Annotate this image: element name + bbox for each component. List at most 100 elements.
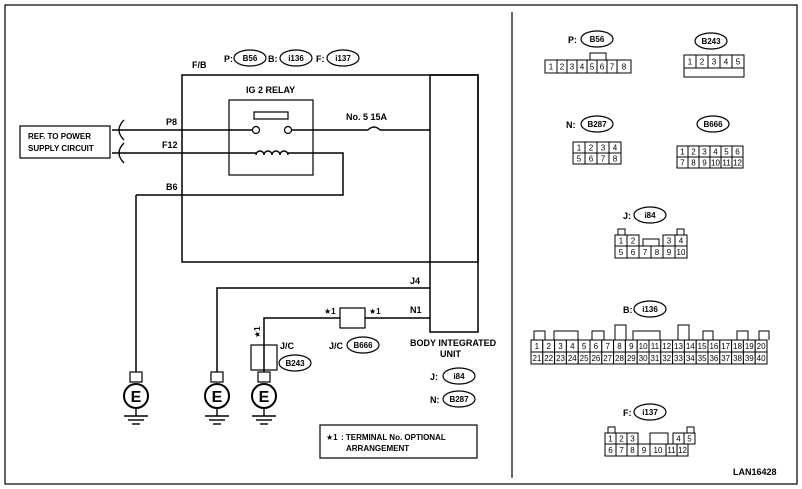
i137-pin-9: 9 [642, 446, 647, 455]
i136-pin-18: 18 [733, 342, 742, 351]
fb-label: F/B [192, 60, 207, 70]
b666-pin-12: 12 [733, 159, 742, 168]
i136-id: i136 [642, 305, 658, 314]
i84-pin-4: 4 [679, 237, 684, 246]
i84-pin-1: 1 [619, 237, 624, 246]
b287-id: B287 [587, 120, 607, 129]
i137-prefix: F: [623, 408, 632, 418]
ground-1: E [123, 371, 149, 425]
ref-box-line-2: SUPPLY CIRCUIT [28, 144, 94, 153]
i84-pin-7: 7 [643, 248, 648, 257]
i136-pin-23: 23 [556, 354, 565, 363]
b287-prefix: N: [566, 120, 576, 130]
i136-pin-17: 17 [721, 342, 730, 351]
i84-pin-9: 9 [667, 248, 672, 257]
ground-3-label: E [259, 389, 270, 406]
i136-pin-9: 9 [629, 342, 634, 351]
i136-pin-37: 37 [721, 354, 730, 363]
i84-prefix: J: [623, 211, 631, 221]
i136-pin-27: 27 [603, 354, 612, 363]
jc-left-conn: B243 [285, 359, 305, 368]
i84-oval [633, 206, 667, 224]
biu-line-2: UNIT [440, 349, 461, 359]
i84-pin-5: 5 [619, 248, 624, 257]
b666-pin-11: 11 [722, 159, 731, 168]
jc-left-conn-oval [278, 354, 312, 372]
i137-pin-12-cell [676, 443, 689, 457]
i136-prefix: B: [623, 305, 633, 315]
ground-2-label: E [212, 389, 223, 406]
jc-mid-label: J/C [329, 341, 344, 351]
b243-pin-2: 2 [700, 58, 705, 67]
ground-3: E [251, 371, 277, 425]
b666-pin-7: 7 [680, 159, 685, 168]
b287-pin-8: 8 [613, 155, 618, 164]
b666-pin-4: 4 [713, 148, 718, 157]
ref-arrow-bottom [118, 142, 125, 164]
biu-line-1: BODY INTEGRATED [410, 338, 497, 348]
diagram-code: LAN16428 [733, 467, 777, 477]
b56-pin-4: 4 [580, 63, 585, 72]
b666-oval [696, 115, 730, 133]
i136-pin-10: 10 [639, 342, 648, 351]
b287-pin-8-cell [608, 152, 622, 165]
i136-pin-1: 1 [535, 342, 540, 351]
conn-b-prefix: B: [268, 54, 278, 64]
i136-pin-16: 16 [709, 342, 718, 351]
b666-pin-5: 5 [724, 148, 729, 157]
ground-2: E [204, 371, 230, 425]
i136-pin-36: 36 [709, 354, 718, 363]
conn-p-prefix: P: [224, 54, 233, 64]
i84-pin-2: 2 [631, 237, 636, 246]
star-a: ★1 [324, 307, 336, 316]
pin-n1: N1 [410, 305, 422, 315]
i136-pin-29: 29 [627, 354, 636, 363]
b666-pin-10: 10 [711, 159, 720, 168]
b666-pin-12-cell [731, 156, 744, 169]
i136-pin-39: 39 [745, 354, 754, 363]
b287-pin-7: 7 [601, 155, 606, 164]
b56-pin-8: 8 [622, 63, 627, 72]
i136-pin-22: 22 [544, 354, 553, 363]
b243-pin-5: 5 [736, 58, 741, 67]
i84-pin-6: 6 [631, 248, 636, 257]
b666-pin-2: 2 [691, 148, 696, 157]
pin-j4: J4 [410, 276, 420, 286]
b287-pin-1: 1 [577, 144, 582, 153]
conn-b-id: i136 [288, 54, 304, 63]
i136-pin-40: 40 [757, 354, 766, 363]
biu-j-oval [442, 367, 476, 385]
i137-pin-5-cell [683, 432, 696, 445]
b666-pin-9: 9 [702, 159, 707, 168]
jc-b666-block [339, 307, 366, 329]
i137-pin-10: 10 [654, 446, 663, 455]
pin-b6: B6 [166, 182, 178, 192]
relay-title: IG 2 RELAY [246, 85, 295, 95]
b287-pin-3: 3 [601, 144, 606, 153]
i136-pin-33: 33 [674, 354, 683, 363]
i137-pin-7: 7 [619, 446, 624, 455]
b243-oval [694, 32, 728, 50]
note-line-2: ARRANGEMENT [346, 444, 409, 453]
i136-pin-28: 28 [615, 354, 624, 363]
i136-pin-25: 25 [580, 354, 589, 363]
b666-pin-1: 1 [680, 148, 685, 157]
ref-power-supply-box [19, 125, 111, 159]
note-star: ★1 [326, 433, 338, 442]
b56-oval [580, 30, 614, 48]
i136-pin-8: 8 [617, 342, 622, 351]
biu-j-id: i84 [453, 372, 465, 381]
jc-mid-conn-oval [346, 336, 380, 354]
b666-pin-8: 8 [691, 159, 696, 168]
b243-id: B243 [701, 37, 721, 46]
b56-pin-1: 1 [549, 63, 554, 72]
b287-pin-4: 4 [613, 144, 618, 153]
conn-b-oval [279, 49, 313, 67]
i136-pin-30: 30 [639, 354, 648, 363]
b287-pin-5: 5 [577, 155, 582, 164]
b56-pin-8-cell [616, 59, 632, 74]
